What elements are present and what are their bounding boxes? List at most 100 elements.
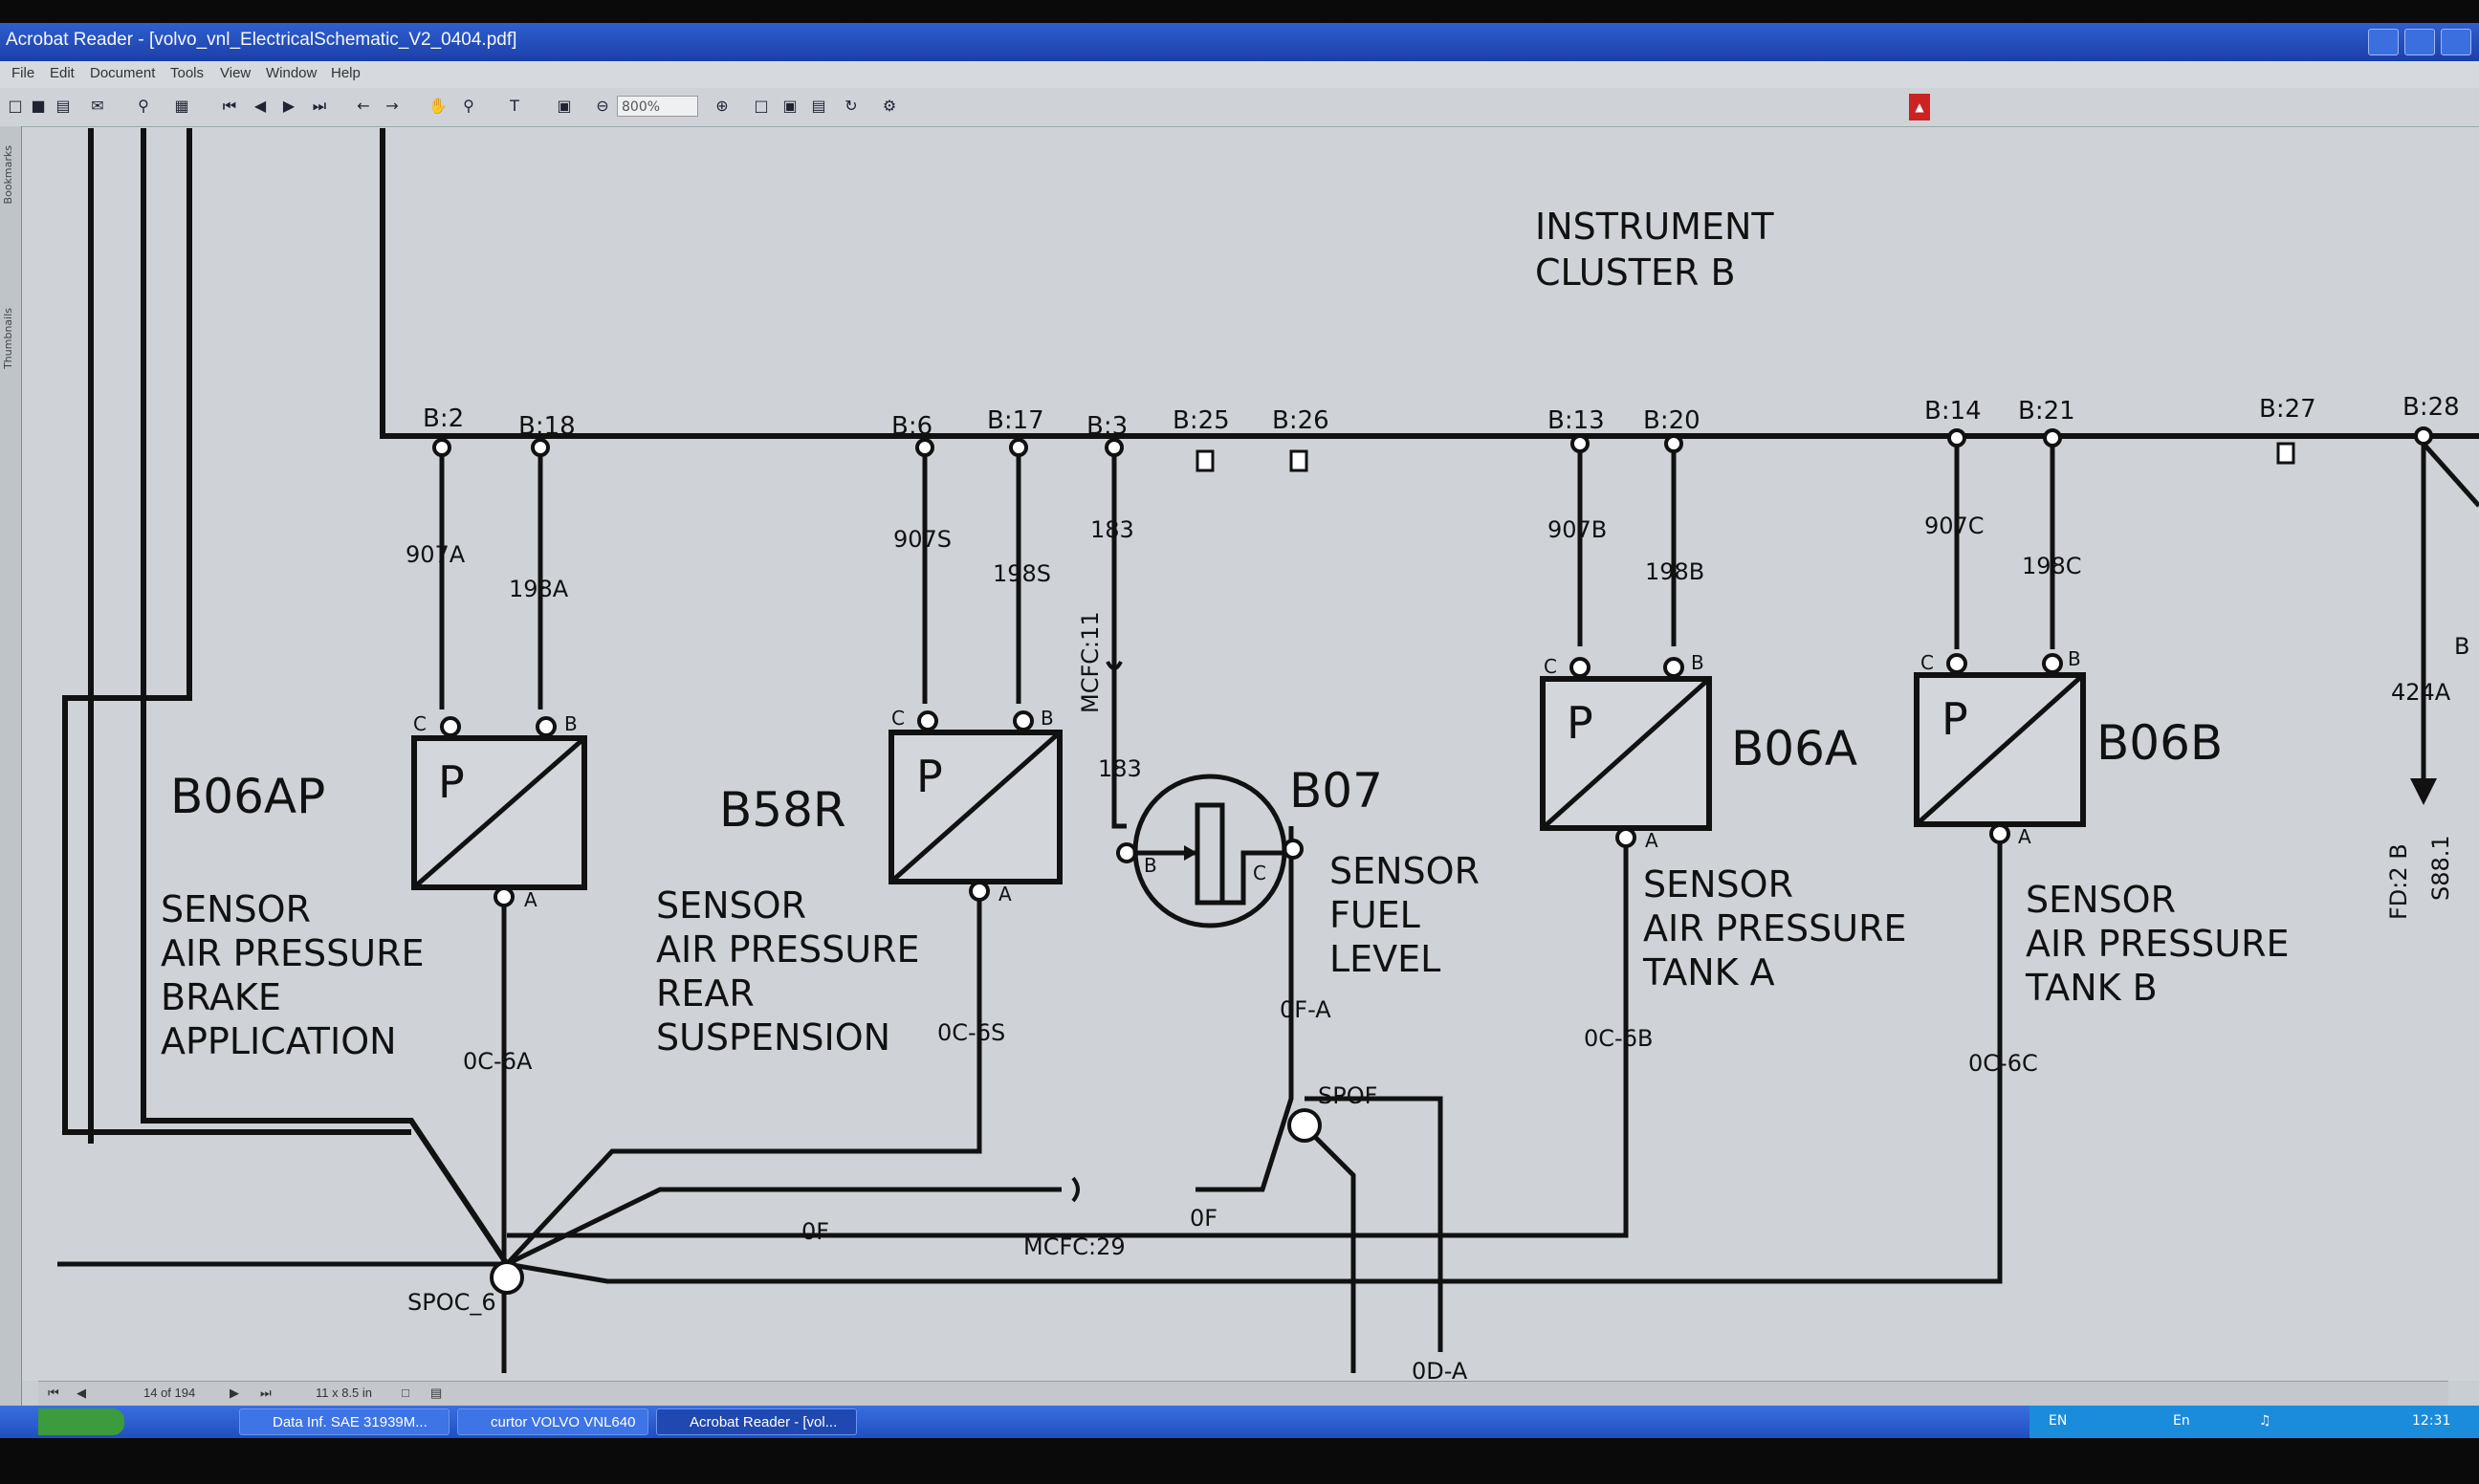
search-icon[interactable]: ⚲ [138,97,149,115]
sensor-p-b06ap: P [438,756,465,808]
b07-desc-1: SENSOR [1329,850,1480,892]
single-page-icon[interactable]: □ [402,1386,409,1400]
save-icon[interactable]: ■ [31,97,46,115]
tools-menu-icon[interactable]: ⚙ [882,97,897,115]
rotate-icon[interactable]: ↻ [845,97,858,115]
menu-bar: File Edit Document Tools View Window Hel… [0,61,2479,89]
first-page-icon[interactable]: ⏮ [222,97,237,115]
toolbar: □ ■ ▤ ✉ ⚲ ▦ ⏮ ◀ ▶ ⏭ ← → ✋ ⚲ T ▣ ⊖ 800% ⊕… [0,88,2479,127]
wire-0c-6a: 0C-6A [463,1048,533,1075]
b06a-desc-1: SENSOR [1643,863,1793,906]
b07-desc-2: FUEL [1329,894,1420,936]
task-curtor[interactable]: curtor VOLVO VNL640 [457,1408,648,1435]
continuous-icon[interactable]: ▤ [430,1386,443,1400]
pin-b14: B:14 [1924,397,1982,426]
volume-icon[interactable]: ♫ [2259,1413,2271,1429]
b58r-desc-3: REAR [656,972,755,1015]
page-indicator[interactable]: 14 of 194 [143,1386,196,1400]
actual-size-icon[interactable]: □ [754,97,769,115]
pin-c-b07: C [1253,862,1266,884]
b07-id: B07 [1289,763,1383,818]
zoom-tool-icon[interactable]: ⚲ [463,97,474,115]
pin-b18: B:18 [518,412,576,441]
menu-document[interactable]: Document [90,65,156,81]
page-size: 11 x 8.5 in [316,1386,373,1400]
fit-page-icon[interactable]: ▣ [782,97,798,115]
pin-b13: B:13 [1547,406,1605,435]
cluster-title-line2: CLUSTER B [1535,251,1736,294]
label-fd2b: FD:2 B [2385,843,2412,920]
wire-0d-a: 0D-A [1412,1358,1468,1385]
wire-907b: 907B [1547,516,1607,543]
fit-width-icon[interactable]: ▤ [811,97,826,115]
wire-907s: 907S [893,526,952,553]
system-tray: EN En ♫ 12:31 [2029,1406,2479,1438]
zoom-out-icon[interactable]: ⊖ [596,97,609,115]
start-button[interactable] [38,1408,124,1435]
b58r-desc-2: AIR PRESSURE [656,928,919,971]
menu-edit[interactable]: Edit [50,65,75,81]
thumbnails-tab[interactable]: Thumbnails [2,308,14,369]
pin-b-b06a: B [1691,651,1704,674]
menu-window[interactable]: Window [266,65,318,81]
pin-a-b06a: A [1645,829,1658,852]
hand-tool-icon[interactable]: ✋ [428,97,448,115]
page-icon[interactable]: ▦ [174,97,189,115]
task-data-inf[interactable]: Data Inf. SAE 31939M... [239,1408,450,1435]
email-icon[interactable]: ✉ [91,97,104,115]
pin-c-b06ap: C [413,712,427,735]
pin-a-b58r: A [998,883,1012,906]
pin-b-b58r: B [1041,707,1054,730]
menu-view[interactable]: View [220,65,252,81]
wire-183-upper: 183 [1090,516,1134,543]
wire-0f-left: 0F [801,1218,829,1245]
maximize-button[interactable] [2404,29,2435,55]
b06a-id: B06A [1731,721,1857,776]
language-indicator[interactable]: EN [2049,1413,2068,1429]
pin-b28: B:28 [2402,393,2460,422]
text-select-icon[interactable]: T [510,97,519,115]
pin-b27: B:27 [2259,395,2316,424]
menu-file[interactable]: File [11,65,35,81]
bookmarks-tab[interactable]: Bookmarks [2,145,14,205]
splice-spof: SPOF [1318,1082,1377,1109]
pin-c-b06a: C [1544,655,1557,678]
next-page-status-icon[interactable]: ▶ [230,1386,239,1400]
pin-b3: B:3 [1086,412,1128,441]
b58r-desc-1: SENSOR [656,884,806,927]
zoom-in-icon[interactable]: ⊕ [715,97,729,115]
last-page-status-icon[interactable]: ⏭ [260,1386,272,1400]
close-button[interactable] [2441,29,2471,55]
snapshot-icon[interactable]: ▣ [557,97,572,115]
prev-page-status-icon[interactable]: ◀ [77,1386,86,1400]
next-page-icon[interactable]: ▶ [282,97,296,115]
forward-icon[interactable]: → [385,97,399,115]
window-titlebar[interactable]: Acrobat Reader - [volvo_vnl_ElectricalSc… [0,23,2479,61]
print-icon[interactable]: ▤ [55,97,71,115]
label-b-right: B [2454,633,2469,660]
minimize-button[interactable] [2368,29,2399,55]
open-icon[interactable]: □ [8,97,23,115]
pin-b-b07: B [1144,854,1157,877]
adobe-logo-icon: ▲ [1909,94,1930,120]
b58r-desc-4: SUSPENSION [656,1016,890,1058]
tray-lang2[interactable]: En [2173,1413,2190,1429]
connector-mcfc11: MCFC:11 [1077,611,1104,713]
task-acrobat[interactable]: Acrobat Reader - [vol... [656,1408,857,1435]
wire-183-lower: 183 [1098,755,1142,782]
first-page-status-icon[interactable]: ⏮ [48,1386,59,1400]
wire-0c-6c: 0C-6C [1968,1050,2038,1077]
b06ap-id: B06AP [170,769,325,824]
last-page-icon[interactable]: ⏭ [312,97,327,115]
back-icon[interactable]: ← [357,97,370,115]
wire-198c: 198C [2022,553,2082,579]
b06a-desc-3: TANK A [1642,951,1775,993]
b06b-id: B06B [2096,715,2223,771]
wire-198b: 198B [1645,558,1704,585]
menu-tools[interactable]: Tools [170,65,205,81]
clock[interactable]: 12:31 [2412,1413,2451,1429]
zoom-level-field[interactable]: 800% [617,96,698,117]
b06ap-desc-1: SENSOR [161,888,311,930]
prev-page-icon[interactable]: ◀ [253,97,267,115]
menu-help[interactable]: Help [331,65,361,81]
